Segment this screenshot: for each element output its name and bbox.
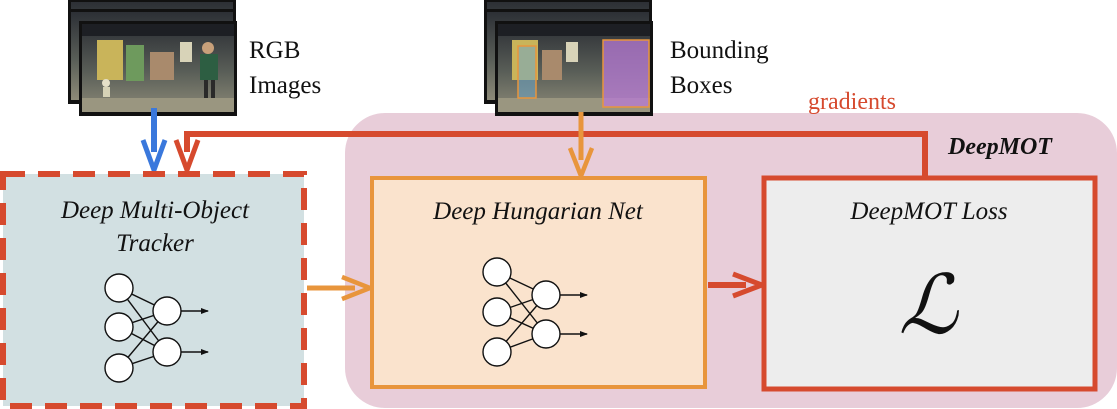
neural-net-icon [104,273,209,383]
tracker-box [0,171,307,409]
bounding-boxes-label-line1: Bounding [670,37,769,64]
photo-stack-icon [68,0,237,116]
rgb-images-label-line1: RGB [249,37,300,64]
gradients-feedback-arrow [173,131,928,178]
hungarian-net-title: Deep Hungarian Net [432,198,644,225]
rgb-to-tracker-arrow [140,108,168,178]
deepmot-loss-box [761,175,1098,392]
gradients-label: gradients [808,89,896,115]
bounding-box-photo-stack-icon [484,0,653,116]
deepmot-region-label: DeepMOT [947,134,1053,160]
deepmot-loss-title: DeepMOT Loss [849,198,1007,225]
tracker-title-line1: Deep Multi-Object [60,197,250,224]
rgb-images-label-line2: Images [249,72,321,99]
loss-symbol: ℒ [898,258,959,353]
neural-net-icon [482,257,588,367]
bounding-boxes-label-line2: Boxes [670,72,733,99]
tracker-title-line2: Tracker [116,230,194,257]
